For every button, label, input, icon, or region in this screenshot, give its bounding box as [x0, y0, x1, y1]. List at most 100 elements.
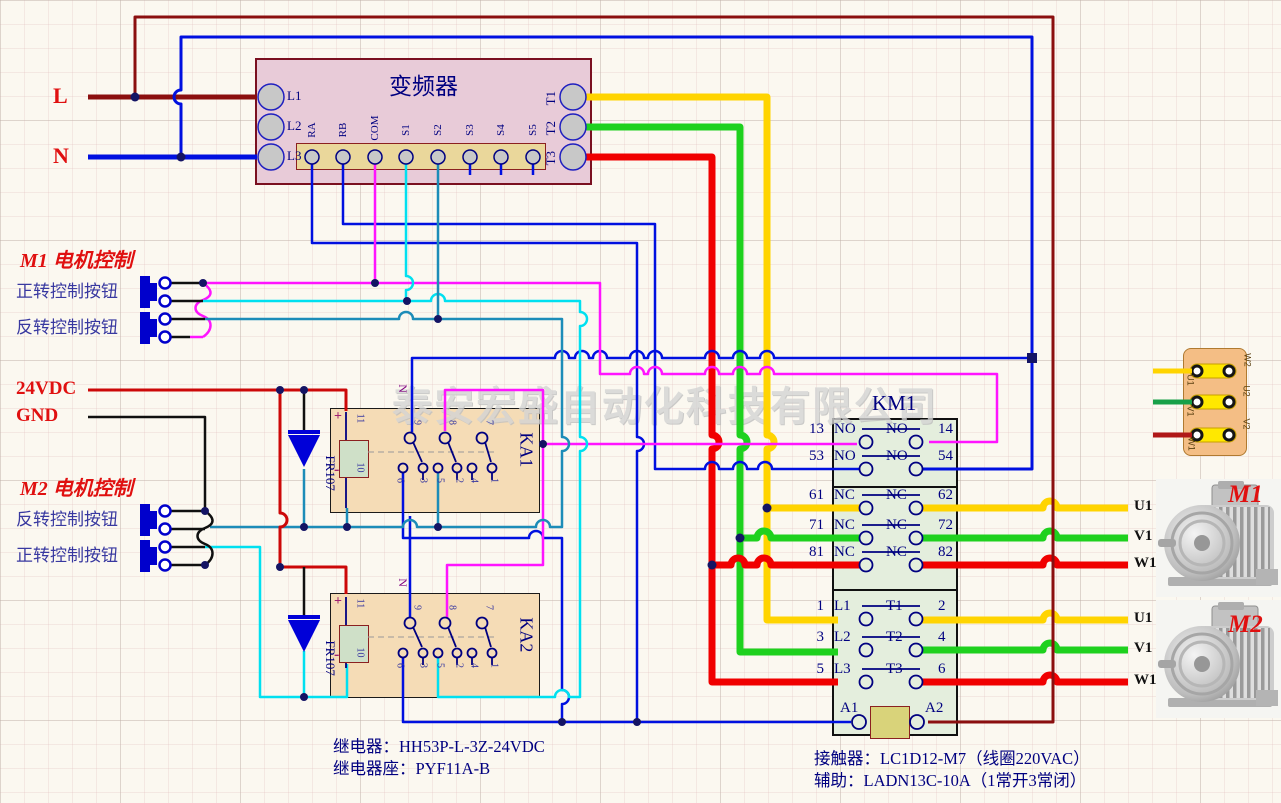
inverter-terminal-t3: T3: [542, 150, 558, 166]
km1-lbl-nc-r3: NC: [886, 544, 907, 560]
km1-num-13: 13: [809, 421, 824, 437]
ka1-pin-6: 6: [394, 478, 406, 483]
km1-num-62: 62: [938, 487, 953, 503]
pushbutton-symbols: [140, 276, 157, 572]
ka1-coil: [339, 440, 369, 478]
m1-control-title: M1 电机控制: [20, 250, 133, 272]
ka2-pin-3: 3: [417, 663, 429, 668]
ka2-pin-2: 2: [453, 663, 465, 668]
inverter-title: 变频器: [389, 74, 458, 99]
km1-lbl-nc-l1: NC: [834, 487, 855, 503]
vdc-label: 24VDC: [16, 378, 77, 399]
watermark: 泰安宏盛自动化科技有限公司: [392, 384, 938, 430]
km1-num-4: 4: [938, 629, 946, 645]
ka1-pin-5: 5: [434, 478, 446, 483]
inverter-terminal-l1: L1: [287, 88, 302, 103]
motor-m1-label: M1: [1228, 481, 1263, 508]
tblock-v2: V2: [1241, 418, 1252, 430]
pushbutton-terminals: [158, 276, 172, 572]
km1-lbl-nc-r1: NC: [886, 487, 907, 503]
km1-lbl-l2: L2: [834, 629, 851, 645]
km1-num-53: 53: [809, 448, 824, 464]
ka1-pin-3: 3: [417, 478, 429, 483]
phase-l-label: L: [53, 83, 68, 108]
km1-lbl-nc-r2: NC: [886, 517, 907, 533]
ka2-pin-1: 1: [488, 663, 500, 668]
m1-v1-label: V1: [1134, 528, 1153, 544]
m2-reverse-button-label: 反转控制按钮: [16, 510, 118, 529]
ka1-pin-11: 11: [354, 413, 366, 424]
tblock-v1: V1: [1185, 405, 1196, 417]
m1-reverse-button-label: 反转控制按钮: [16, 318, 118, 337]
ka1-pin-9: 9: [411, 420, 423, 425]
ka2-minus: -: [334, 646, 340, 663]
mains-wires: [88, 15, 1055, 724]
junction-dots: [130, 92, 1037, 726]
ka2-plus: +: [334, 594, 342, 609]
ka1-pin-10: 10: [354, 462, 366, 473]
note-aux: 辅助：LADN13C-10A（1常开3常闭）: [814, 771, 1087, 790]
tblock-u1: U1: [1185, 374, 1196, 386]
km1-num-6: 6: [938, 661, 946, 677]
red-wires: [583, 153, 1128, 686]
km1-num-1: 1: [816, 598, 825, 614]
m1-u1-label: U1: [1134, 498, 1153, 514]
fr107-label-1: FR107: [322, 455, 338, 491]
ka2-pin-6: 6: [394, 663, 406, 668]
fr107-label-2: FR107: [322, 640, 338, 676]
m1-forward-button-label: 正转控制按钮: [16, 282, 118, 301]
km1-num-3: 3: [816, 629, 825, 645]
ka2-label: KA2: [516, 617, 537, 653]
ka2-pin-5: 5: [434, 663, 446, 668]
km1-num-54: 54: [938, 448, 953, 464]
km1-lbl-no-r1: NO: [886, 421, 908, 437]
cyan-wires: [203, 164, 589, 699]
m2-v1-label: V1: [1134, 640, 1153, 656]
inverter-terminal-com: COM: [368, 115, 381, 141]
ka2-pin-11: 11: [354, 598, 366, 609]
km1-num-2: 2: [938, 598, 946, 614]
ka1-plus: +: [334, 409, 342, 424]
note-contactor: 接触器：LC1D12-M7（线圈220VAC）: [814, 749, 1090, 768]
motor-m2-label: M2: [1228, 611, 1263, 638]
km1-lbl-no-l1: NO: [834, 421, 856, 437]
dc-supply-wires: [88, 388, 348, 594]
inverter-terminal-s3: S3: [463, 124, 476, 136]
blue-control-wires: [310, 164, 1032, 724]
flyback-diodes: [288, 430, 320, 652]
inverter-terminal-ra: RA: [305, 122, 318, 138]
inverter-terminal-l3: L3: [287, 148, 302, 163]
ka2-pin-10: 10: [354, 647, 366, 658]
ka2-pin-9: 9: [411, 605, 423, 610]
km1-contacts: [832, 428, 958, 730]
m2-u1-label: U1: [1134, 610, 1153, 626]
ka1-contacts: [345, 412, 498, 508]
terminal-block-bars: [1153, 363, 1237, 443]
magenta-wires: [190, 164, 999, 618]
inverter-terminal-l2: L2: [287, 118, 302, 133]
tblock-w2: W2: [1242, 353, 1253, 367]
ka2-pin-8: 8: [446, 605, 458, 610]
note-relay: 继电器：HH53P-L-3Z-24VDC: [333, 737, 545, 756]
km1-lbl-t2: T2: [886, 629, 903, 645]
inverter-terminal-rb: RB: [336, 122, 349, 138]
m2-forward-button-label: 正转控制按钮: [16, 546, 118, 565]
ka1-pin-1: 1: [488, 478, 500, 483]
km1-lbl-no-r2: NO: [886, 448, 908, 464]
m2-control-title: M2 电机控制: [20, 478, 133, 500]
neutral-n-label: N: [53, 143, 69, 168]
ka2-pin-4: 4: [468, 663, 480, 668]
km1-lbl-t3: T3: [886, 661, 903, 677]
km1-a2-label: A2: [925, 700, 944, 716]
green-wires: [583, 123, 1128, 656]
inverter-terminal-s5: S5: [526, 124, 539, 136]
km1-num-71: 71: [809, 517, 824, 533]
km1-lbl-l3: L3: [834, 661, 851, 677]
inverter-terminal-s2: S2: [431, 124, 444, 136]
inverter-terminal-s4: S4: [494, 124, 507, 136]
km1-num-72: 72: [938, 517, 953, 533]
km1-a1-label: A1: [840, 700, 859, 716]
km1-lbl-l1: L1: [834, 598, 851, 614]
